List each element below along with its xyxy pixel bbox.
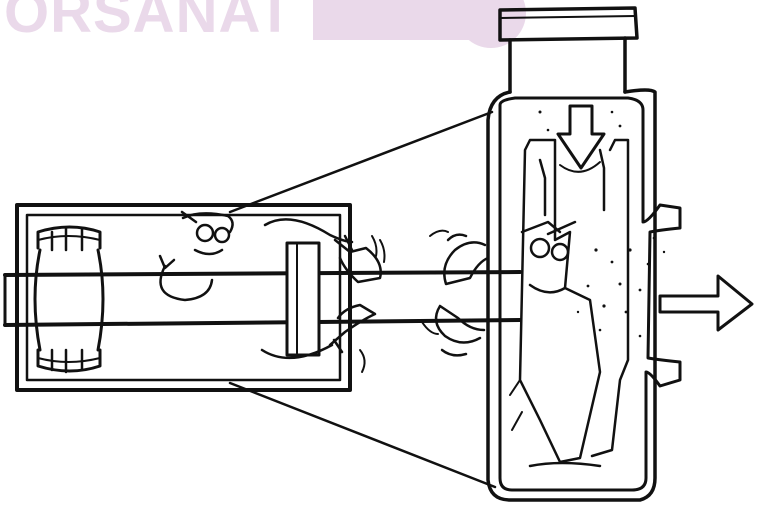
cylinder-housing bbox=[488, 8, 680, 500]
shaft bbox=[5, 272, 520, 325]
piston-character bbox=[510, 140, 628, 466]
hand-lower-right bbox=[436, 306, 484, 355]
bearing-arc-right bbox=[98, 250, 103, 350]
lower-bearing bbox=[38, 350, 100, 372]
motion-marks bbox=[360, 231, 448, 372]
shaft-collar bbox=[287, 243, 319, 355]
right-arrow-icon bbox=[660, 276, 752, 330]
hand-upper-right bbox=[444, 235, 488, 284]
projection-lines bbox=[230, 112, 495, 487]
flange-line bbox=[500, 16, 635, 18]
upper-bearing bbox=[38, 227, 100, 250]
down-arrow-icon bbox=[558, 106, 604, 168]
exhaust-speckles bbox=[539, 111, 666, 338]
bearing-arc-left bbox=[35, 250, 40, 350]
counterclockwise-arrow-icon bbox=[160, 256, 212, 300]
character-face-small bbox=[182, 212, 233, 254]
